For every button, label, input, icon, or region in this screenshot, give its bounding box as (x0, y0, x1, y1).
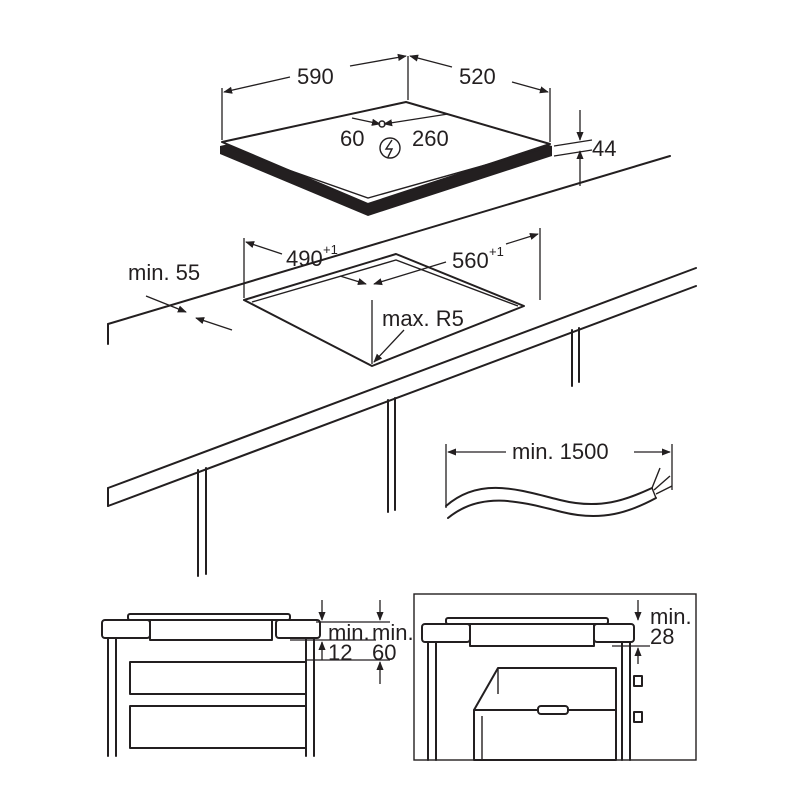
cutout-inner-edge (251, 259, 519, 307)
cable-left-label: 60 (340, 126, 364, 151)
power-cable (445, 444, 673, 519)
right-section-view (413, 593, 697, 761)
left-hob-body (149, 619, 273, 641)
left-section-view (101, 600, 390, 757)
cutout-depth-label: 560 (452, 248, 489, 273)
hob-width-label: 590 (297, 64, 334, 89)
left-drawer-top (129, 661, 307, 695)
worktop (107, 155, 697, 577)
cutout-width-tolerance: +1 (323, 242, 338, 257)
left-bottom-min-label: min. (372, 620, 414, 645)
right-min-label: min. (650, 604, 692, 629)
left-top-min-label: min. (328, 620, 370, 645)
left-top-value-label: 12 (328, 640, 352, 665)
cutout-width-label: 490 (286, 246, 323, 271)
hob-dimensions (221, 53, 593, 186)
corner-radius-label: max. R5 (382, 306, 464, 331)
cable-right-label: 260 (412, 126, 449, 151)
cable-wire-ends (651, 467, 673, 495)
right-value-label: 28 (650, 624, 674, 649)
hob-drawing (220, 101, 552, 216)
right-hob-body (469, 623, 595, 647)
left-bottom-value-label: 60 (372, 640, 396, 665)
lightning-bolt-icon (379, 137, 401, 159)
cable-length-label: min. 1500 (512, 439, 609, 464)
hob-height-label: 44 (592, 136, 616, 161)
cutout-dimensions (145, 228, 541, 364)
front-margin-label: min. 55 (128, 260, 200, 285)
left-drawer-bottom (129, 705, 307, 749)
oven-handle (537, 705, 569, 715)
cutout-depth-tolerance: +1 (489, 244, 504, 259)
hob-depth-label: 520 (459, 64, 496, 89)
hob-inner-edge (225, 147, 547, 199)
